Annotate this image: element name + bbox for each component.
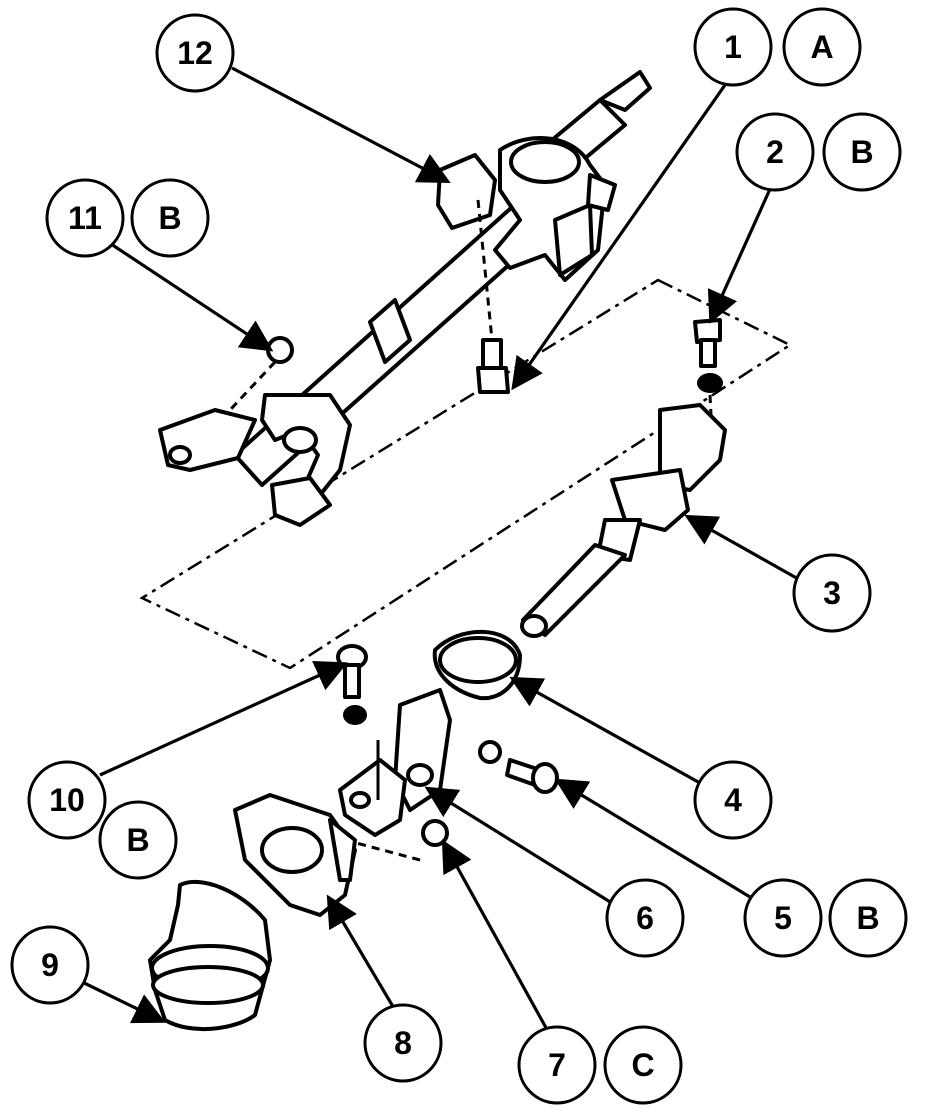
leader-2 bbox=[707, 177, 777, 324]
callout-7: 7 bbox=[517, 1025, 597, 1105]
svg-text:5: 5 bbox=[774, 900, 792, 936]
callout-4: 4 bbox=[693, 760, 773, 840]
callout-8: 8 bbox=[363, 1003, 443, 1083]
svg-text:1: 1 bbox=[724, 29, 742, 65]
bolt-part-5 bbox=[478, 740, 559, 794]
callout-B-1: B bbox=[822, 112, 902, 192]
svg-text:C: C bbox=[631, 1047, 654, 1083]
svg-text:B: B bbox=[850, 134, 873, 170]
callout-B-3: B bbox=[98, 800, 178, 880]
svg-text:10: 10 bbox=[49, 782, 85, 818]
assembly-outline bbox=[139, 278, 793, 670]
callout-2: 2 bbox=[735, 112, 815, 192]
svg-text:2: 2 bbox=[766, 134, 784, 170]
callout-6: 6 bbox=[605, 878, 685, 958]
svg-text:8: 8 bbox=[394, 1025, 412, 1061]
svg-text:3: 3 bbox=[823, 575, 841, 611]
universal-joint-part-6 bbox=[338, 688, 452, 837]
svg-text:B: B bbox=[126, 822, 149, 858]
svg-text:A: A bbox=[810, 29, 833, 65]
leader-4 bbox=[509, 676, 701, 785]
leader-9 bbox=[77, 978, 166, 1024]
callout-10: 10 bbox=[27, 760, 107, 840]
callout-11: 11 bbox=[45, 178, 125, 258]
svg-text:B: B bbox=[158, 200, 181, 236]
leader-3 bbox=[684, 514, 801, 582]
svg-text:4: 4 bbox=[724, 782, 742, 818]
callout-B-4: B bbox=[828, 878, 908, 958]
callout-3: 3 bbox=[792, 553, 872, 633]
callout-B-2: B bbox=[130, 178, 210, 258]
bolt-part-10 bbox=[336, 644, 368, 725]
leader-10 bbox=[99, 661, 348, 777]
callout-5: 5 bbox=[743, 878, 823, 958]
seal-part-4 bbox=[432, 629, 522, 701]
bolt-part-1 bbox=[476, 199, 510, 394]
svg-text:9: 9 bbox=[41, 947, 59, 983]
callout-12: 12 bbox=[155, 13, 235, 93]
intermediate-shaft-part-3 bbox=[520, 403, 727, 638]
svg-text:12: 12 bbox=[177, 35, 213, 71]
boot-part-9 bbox=[148, 879, 272, 1032]
svg-text:7: 7 bbox=[548, 1047, 566, 1083]
callout-9: 9 bbox=[10, 925, 90, 1005]
leader-11 bbox=[104, 238, 274, 352]
callout-C: C bbox=[603, 1025, 683, 1105]
leader-12 bbox=[231, 66, 451, 183]
leader-1 bbox=[511, 84, 727, 391]
svg-text:6: 6 bbox=[636, 900, 654, 936]
callout-1: 1 bbox=[693, 7, 773, 87]
bearing-plate-part-8 bbox=[233, 793, 357, 917]
upper-steering-column bbox=[158, 70, 652, 527]
leader-5 bbox=[554, 778, 756, 902]
nut-part-7 bbox=[344, 819, 449, 862]
callout-A: A bbox=[782, 7, 862, 87]
leader-6 bbox=[424, 786, 616, 907]
svg-text:11: 11 bbox=[68, 200, 102, 236]
leader-7 bbox=[441, 839, 552, 1036]
svg-text:B: B bbox=[856, 900, 879, 936]
leader-8 bbox=[326, 894, 397, 1011]
